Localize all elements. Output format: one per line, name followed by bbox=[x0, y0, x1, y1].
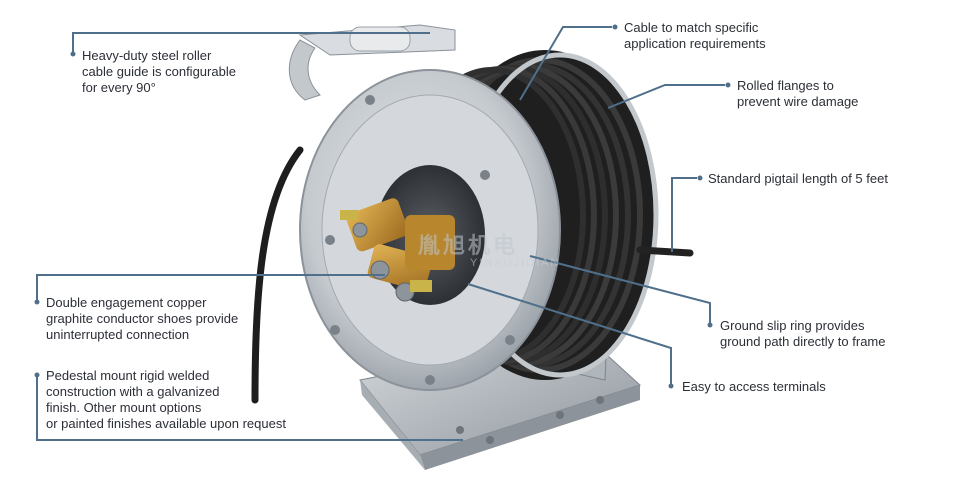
callout-line: Rolled flanges to bbox=[737, 78, 834, 93]
leader-ground bbox=[529, 255, 711, 325]
callout-roller-guide: Heavy-duty steel roller cable guide is c… bbox=[82, 48, 236, 96]
callout-line: for every 90° bbox=[82, 80, 156, 95]
watermark-subtext: YINXUJIDIAN bbox=[470, 257, 561, 269]
callout-pedestal: Pedestal mount rigid welded construction… bbox=[46, 368, 286, 432]
leader-flanges bbox=[607, 84, 725, 109]
leader-cable bbox=[519, 26, 612, 101]
leader-roller bbox=[72, 32, 430, 54]
callout-line: prevent wire damage bbox=[737, 94, 859, 109]
callout-line: graphite conductor shoes provide bbox=[46, 311, 239, 326]
leader-dots bbox=[34, 24, 731, 389]
hanging-cable bbox=[251, 146, 304, 404]
callout-line: finish. Other mount options bbox=[46, 400, 202, 415]
callout-line: Double engagement copper bbox=[46, 295, 207, 310]
callout-line: construction with a galvanized bbox=[46, 384, 220, 399]
callout-copper-shoes: Double engagement copper graphite conduc… bbox=[46, 295, 238, 343]
callout-line: Pedestal mount rigid welded bbox=[46, 368, 210, 383]
callout-line: uninterrupted connection bbox=[46, 327, 190, 342]
callout-line: Ground slip ring provides bbox=[720, 318, 865, 333]
leader-terminals bbox=[467, 283, 672, 385]
callout-flanges: Rolled flanges to prevent wire damage bbox=[737, 78, 858, 110]
pigtail-cable bbox=[636, 246, 694, 257]
callout-line: Cable to match specific bbox=[624, 20, 759, 35]
collector-assembly bbox=[340, 198, 455, 302]
callout-line: cable guide is configurable bbox=[82, 64, 236, 79]
callout-terminals: Easy to access terminals bbox=[682, 379, 826, 395]
watermark-text: 胤旭机电 bbox=[418, 233, 519, 258]
callout-pigtail: Standard pigtail length of 5 feet bbox=[708, 171, 888, 187]
callout-line: Heavy-duty steel roller bbox=[82, 48, 212, 63]
callout-line: or painted finishes available upon reque… bbox=[46, 416, 286, 431]
leader-pigtail bbox=[671, 177, 697, 252]
callout-line: ground path directly to frame bbox=[720, 334, 886, 349]
callout-line: Standard pigtail length of 5 feet bbox=[708, 171, 888, 186]
leader-pedestal bbox=[36, 375, 463, 441]
leader-lines bbox=[36, 26, 725, 441]
leader-copper bbox=[36, 274, 385, 302]
callout-line: Easy to access terminals bbox=[682, 379, 826, 394]
callout-cable: Cable to match specific application requ… bbox=[624, 20, 766, 52]
callout-line: application requirements bbox=[624, 36, 766, 51]
callout-ground-ring: Ground slip ring provides ground path di… bbox=[720, 318, 885, 350]
